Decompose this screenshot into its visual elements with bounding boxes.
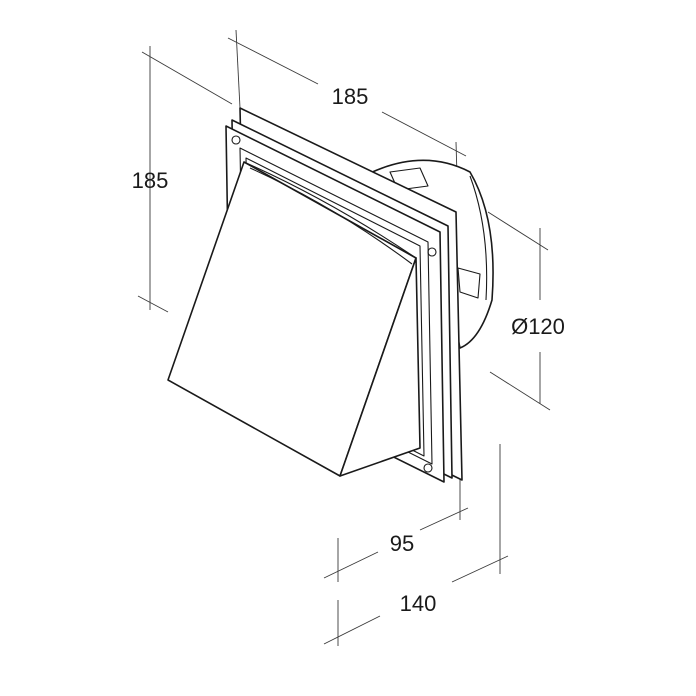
dimension-labels: 185 185 Ø120 95 140	[132, 84, 565, 616]
dimension-lines	[137, 29, 551, 646]
spigot-clip-side	[457, 267, 481, 299]
top-dim-right	[381, 111, 467, 157]
screw-hole-top-right	[427, 247, 437, 257]
hood-side-face	[339, 257, 421, 477]
left-ext-top	[141, 51, 233, 105]
depth95-dim-right	[419, 507, 469, 531]
label-width: 185	[332, 84, 369, 109]
depth95-dim-left	[323, 551, 379, 579]
label-diameter: Ø120	[511, 314, 565, 339]
weather-hood	[167, 161, 421, 477]
hood-top-lip	[249, 167, 413, 265]
screw-hole-top-left	[231, 135, 241, 145]
label-depth-hood: 95	[390, 531, 414, 556]
screw-hole-bottom-right	[423, 463, 433, 473]
depth140-dim-right	[451, 555, 509, 583]
label-depth-total: 140	[400, 591, 437, 616]
spigot-edge	[469, 175, 488, 301]
depth140-dim-left	[323, 615, 381, 645]
diam-ext-bottom	[489, 371, 551, 411]
left-ext-bottom	[137, 295, 169, 313]
label-height: 185	[132, 168, 169, 193]
top-ext-left	[235, 29, 241, 109]
diam-ext-top	[487, 211, 549, 251]
hood-top-edge	[243, 161, 417, 259]
top-dim-left	[227, 37, 319, 85]
